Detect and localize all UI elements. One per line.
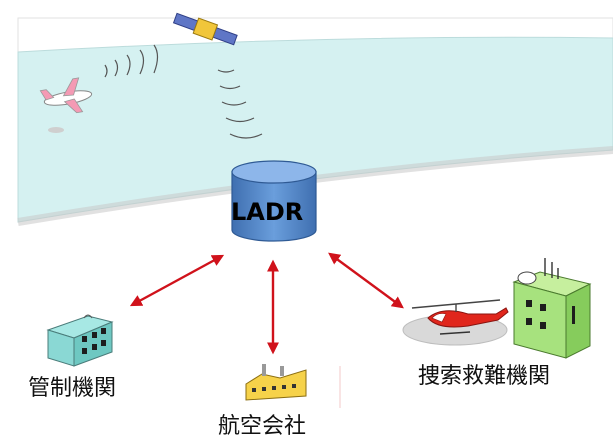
airline-label: 航空会社 <box>218 414 307 439</box>
arrow-to-right <box>328 252 404 309</box>
control-agency-building-icon <box>46 314 114 367</box>
airplane-icon <box>39 77 93 114</box>
sar-agency-building-icon <box>512 258 592 359</box>
airplane-shadow <box>48 127 64 133</box>
signal-waves <box>104 44 263 139</box>
arrow-to-left <box>129 254 225 307</box>
control-agency-label: 管制機関 <box>28 376 117 401</box>
sar-agency-label: 捜索救難機関 <box>418 364 551 389</box>
airline-factory-icon <box>245 364 307 401</box>
ladr-database-icon <box>231 160 317 242</box>
ladr-label: LADR <box>231 198 304 226</box>
satellite-icon <box>172 12 238 46</box>
airspace-band <box>17 17 613 226</box>
connection-arrows <box>129 252 404 355</box>
helicopter-icon <box>402 299 509 346</box>
